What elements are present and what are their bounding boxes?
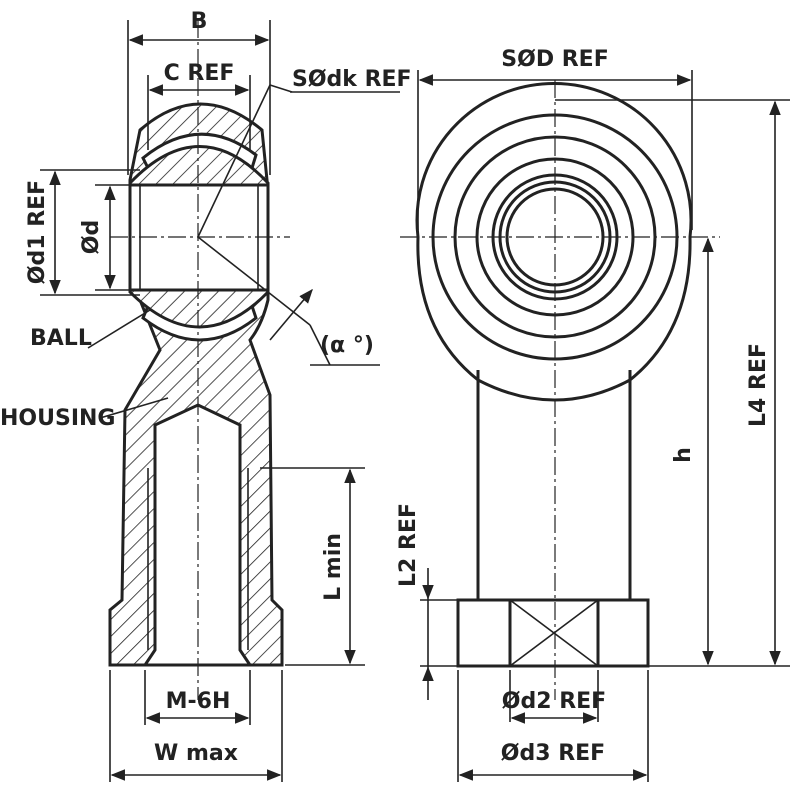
label-od1-ref: Ød1 REF (25, 180, 50, 284)
head-outline (415, 81, 693, 402)
label-od2-ref: Ød2 REF (502, 689, 606, 714)
hex-flats (456, 598, 650, 668)
section-dimensions: B C REF SØdk REF Ød1 REF Ød BALL HOUSING… (0, 9, 412, 782)
label-l2-ref: L2 REF (396, 503, 421, 587)
label-b: B (191, 9, 208, 34)
label-m-6h: M-6H (166, 689, 231, 714)
label-ball: BALL (30, 326, 92, 351)
label-od: Ød (79, 220, 104, 254)
label-w-max: W max (154, 741, 238, 766)
front-dimensions: SØD REF L4 REF h L2 REF Ød2 REF Ød3 REF (396, 47, 790, 782)
label-l4-ref: L4 REF (746, 343, 771, 427)
section-view (108, 20, 311, 700)
label-h: h (671, 447, 696, 463)
label-sodk-ref: SØdk REF (292, 67, 412, 92)
label-housing: HOUSING (0, 406, 115, 431)
front-view (400, 80, 720, 700)
label-alpha: (α °) (320, 333, 374, 358)
shank (476, 370, 632, 602)
label-l-min: L min (321, 533, 346, 601)
label-od3-ref: Ød3 REF (501, 741, 605, 766)
label-sod-ref: SØD REF (501, 47, 608, 72)
label-c-ref: C REF (164, 61, 235, 86)
